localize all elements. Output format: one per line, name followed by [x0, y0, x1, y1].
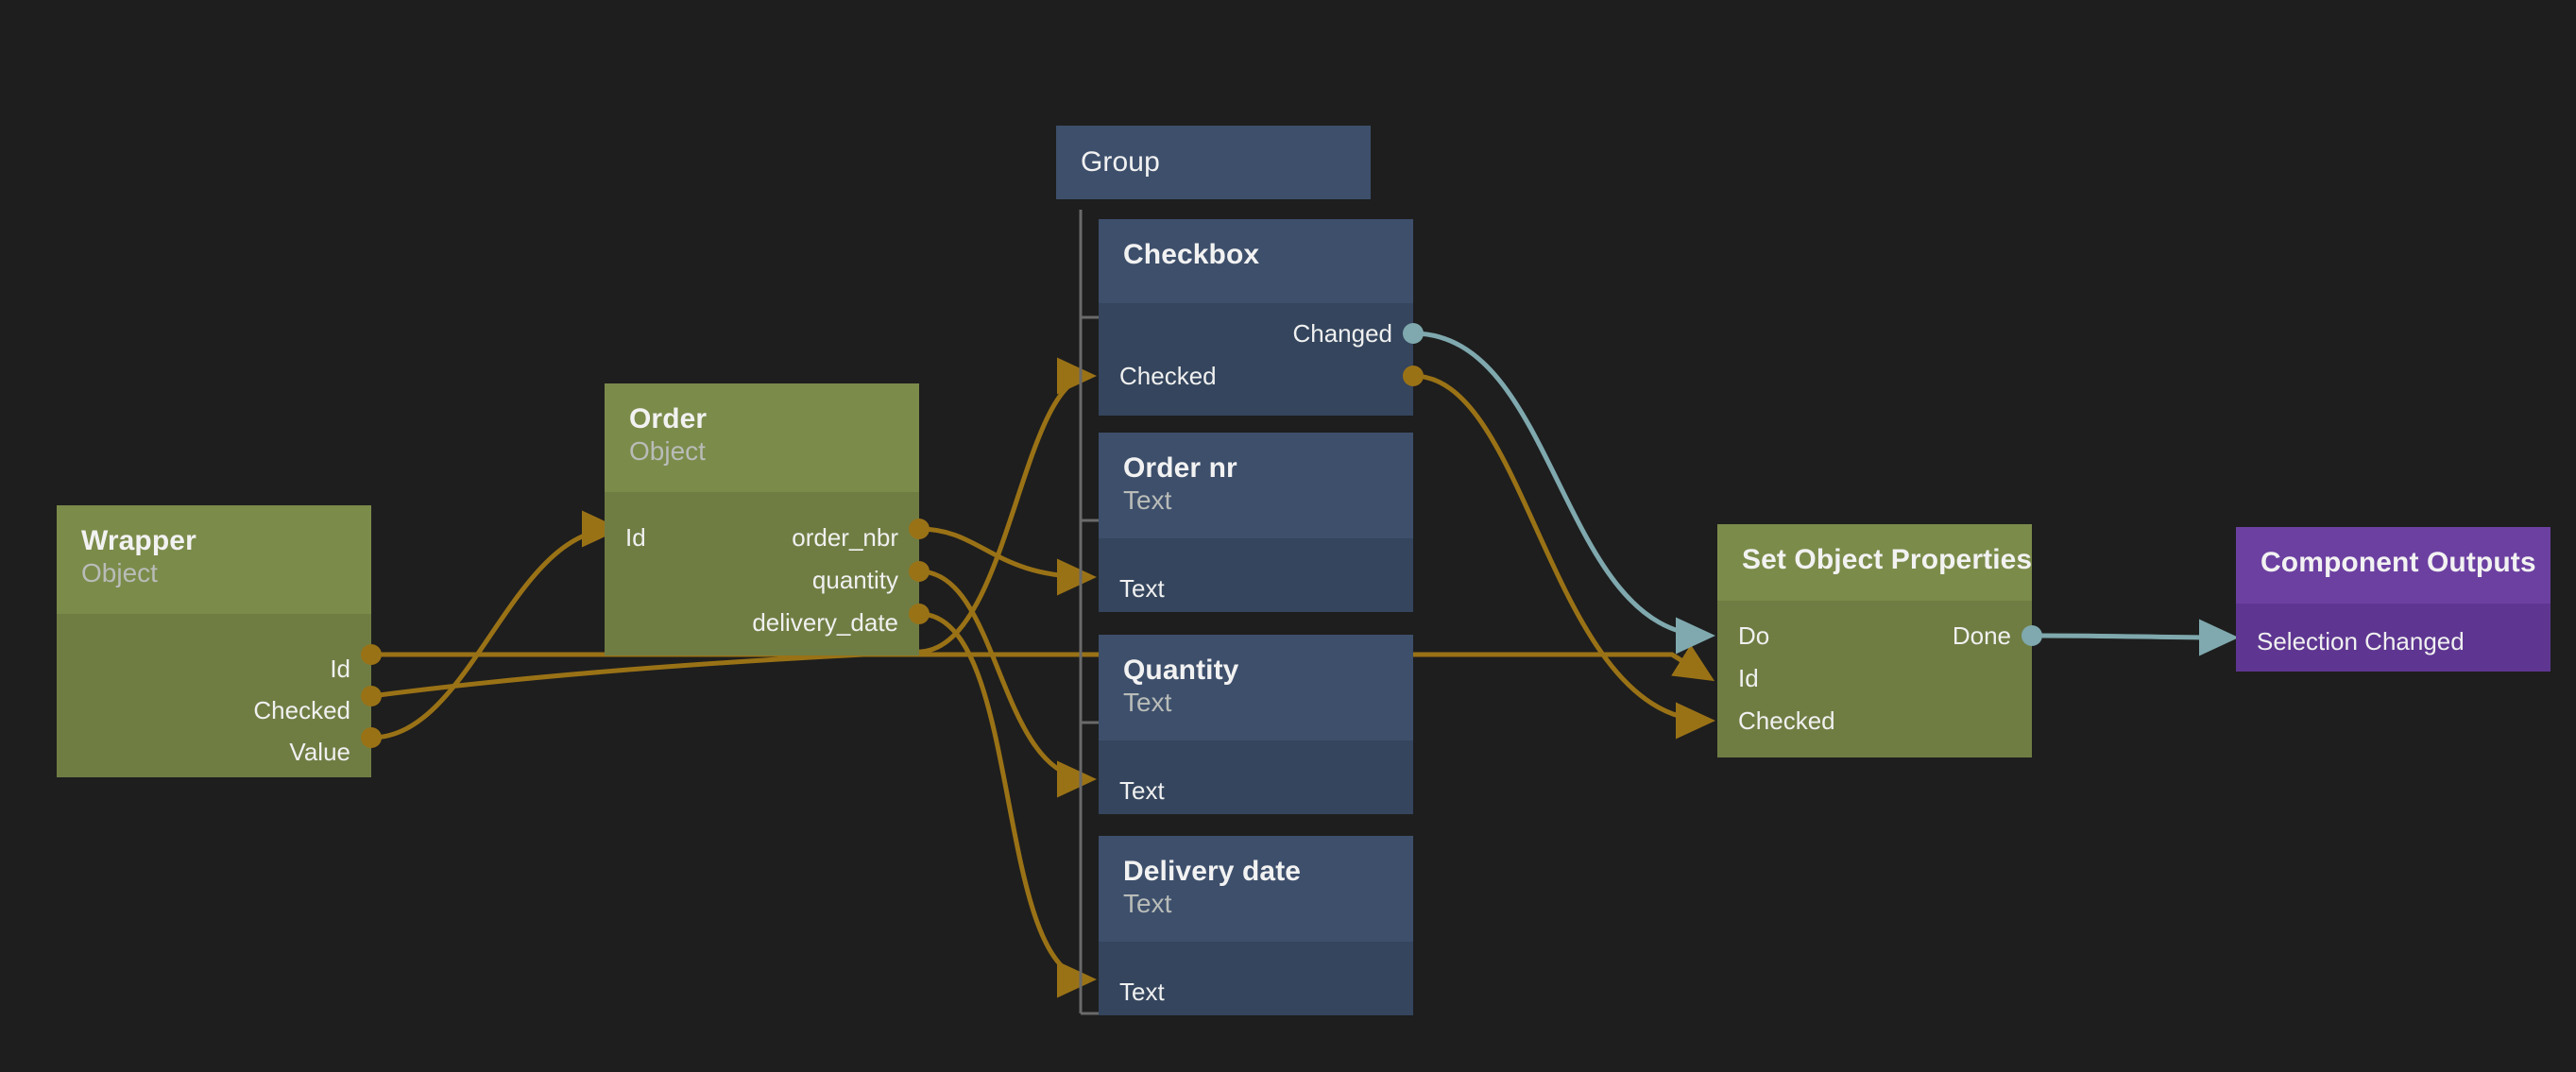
node-order-output-ordernbr-port[interactable] [909, 519, 930, 539]
node-quantity-body: Text [1099, 740, 1413, 814]
node-order-input-id-label: Id [625, 525, 646, 550]
node-quantity-header[interactable]: Quantity Text [1099, 635, 1413, 740]
node-set-object-properties-input-checked-label: Checked [1738, 708, 1835, 733]
node-wrapper-header[interactable]: Wrapper Object [57, 505, 371, 614]
node-order-nr-header[interactable]: Order nr Text [1099, 433, 1413, 538]
node-set-object-properties-title: Set Object Properties [1742, 545, 2007, 575]
node-quantity-title: Quantity [1123, 655, 1389, 686]
node-checkbox-header[interactable]: Checkbox [1099, 219, 1413, 303]
node-order-output-deliverydate-label: delivery_date [752, 610, 898, 635]
wire-order-ordernbr-to-ordernr-text [919, 529, 1091, 577]
node-set-object-properties-output-done-port[interactable] [2022, 625, 2042, 646]
node-set-object-properties-input-id-label: Id [1738, 666, 1759, 690]
node-delivery-date-title: Delivery date [1123, 857, 1389, 887]
node-order[interactable]: Order Object Id order_nbr quantity deliv… [605, 383, 919, 655]
node-wrapper-output-id-port[interactable] [361, 644, 382, 665]
node-checkbox-output-changed-port[interactable] [1403, 323, 1424, 344]
node-delivery-date[interactable]: Delivery date Text Text [1099, 836, 1413, 1015]
node-order-output-deliverydate-port[interactable] [909, 604, 930, 624]
node-group-header[interactable]: Group [1056, 126, 1371, 199]
node-order-nr[interactable]: Order nr Text Text [1099, 433, 1413, 612]
node-quantity-input-text-label: Text [1119, 778, 1165, 803]
node-checkbox-output-changed-label: Changed [1292, 321, 1392, 346]
node-order-output-ordernbr-label: order_nbr [792, 525, 898, 550]
node-wrapper-output-checked-label: Checked [253, 698, 350, 723]
node-wrapper-body: Id Checked Value [57, 614, 371, 777]
node-component-outputs-body: Selection Changed [2236, 604, 2550, 672]
wire-order-deliverydate-to-deliverydate-text [919, 614, 1091, 979]
node-checkbox-body: Changed Checked [1099, 303, 1413, 416]
node-wrapper-output-id-label: Id [330, 656, 350, 681]
node-set-object-properties-input-do-label: Do [1738, 623, 1769, 648]
node-set-object-properties-output-done-label: Done [1953, 623, 2011, 648]
wire-order-quantity-to-quantity-text [919, 571, 1091, 779]
node-component-outputs-input-selection-changed-label: Selection Changed [2257, 629, 2465, 654]
node-checkbox-output-checked-port[interactable] [1403, 366, 1424, 386]
node-order-title: Order [629, 404, 895, 434]
node-wrapper-title: Wrapper [81, 526, 347, 556]
node-component-outputs[interactable]: Component Outputs Selection Changed [2236, 527, 2550, 672]
node-delivery-date-body: Text [1099, 942, 1413, 1015]
node-set-object-properties[interactable]: Set Object Properties Do Done Id Checked [1717, 524, 2032, 757]
node-checkbox-title: Checkbox [1123, 240, 1389, 270]
node-delivery-date-header[interactable]: Delivery date Text [1099, 836, 1413, 942]
wire-wrapper-id-to-sop-id [371, 655, 1710, 678]
node-order-nr-input-text-label: Text [1119, 576, 1165, 601]
node-order-body: Id order_nbr quantity delivery_date [605, 492, 919, 655]
node-order-nr-subtitle: Text [1123, 485, 1389, 516]
wire-sop-done-to-componentoutputs-selectionchanged [2032, 636, 2233, 638]
node-order-subtitle: Object [629, 436, 895, 467]
node-group-title: Group [1081, 147, 1160, 178]
node-group[interactable]: Group [1056, 126, 1371, 199]
node-delivery-date-input-text-label: Text [1119, 979, 1165, 1004]
wire-checkbox-changed-to-sop-do [1413, 333, 1710, 636]
node-delivery-date-subtitle: Text [1123, 889, 1389, 919]
node-checkbox-input-checked-label: Checked [1119, 364, 1217, 388]
node-set-object-properties-body: Do Done Id Checked [1717, 601, 2032, 757]
node-component-outputs-title: Component Outputs [2260, 548, 2526, 578]
node-order-output-quantity-label: quantity [812, 568, 898, 592]
node-wrapper-output-checked-port[interactable] [361, 686, 382, 706]
wire-checkbox-checked-to-sop-checked [1413, 376, 1710, 721]
wire-wrapper-value-to-order-id [371, 529, 616, 738]
node-component-outputs-header[interactable]: Component Outputs [2236, 527, 2550, 604]
node-checkbox[interactable]: Checkbox Changed Checked [1099, 219, 1413, 416]
node-order-header[interactable]: Order Object [605, 383, 919, 492]
node-quantity-subtitle: Text [1123, 688, 1389, 718]
node-order-nr-title: Order nr [1123, 453, 1389, 484]
node-wrapper-output-value-label: Value [289, 740, 350, 764]
node-wrapper-subtitle: Object [81, 558, 347, 588]
node-order-output-quantity-port[interactable] [909, 561, 930, 582]
node-wrapper-output-value-port[interactable] [361, 727, 382, 748]
node-order-nr-body: Text [1099, 538, 1413, 612]
node-wrapper[interactable]: Wrapper Object Id Checked Value [57, 505, 371, 777]
node-set-object-properties-header[interactable]: Set Object Properties [1717, 524, 2032, 601]
node-quantity[interactable]: Quantity Text Text [1099, 635, 1413, 814]
